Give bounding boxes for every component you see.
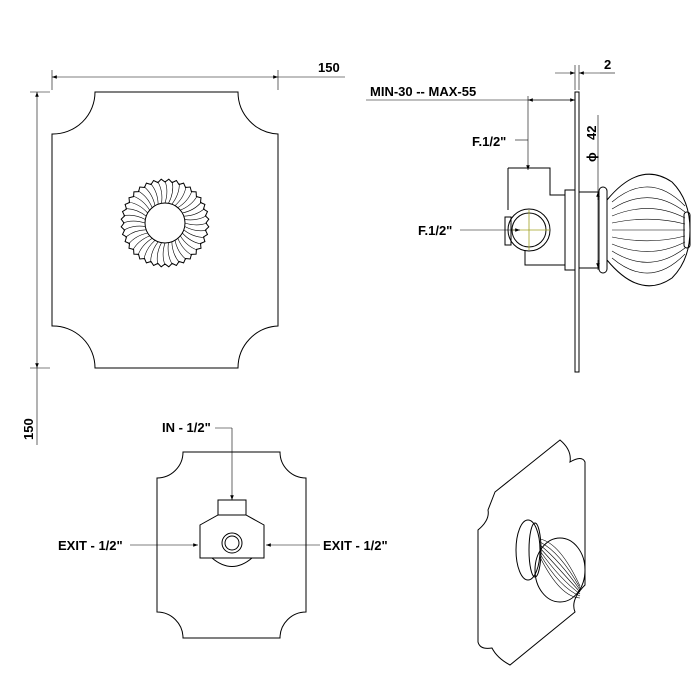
knob-cap [683,211,691,249]
rosette-ridge [157,181,163,204]
bottom-plate [156,451,307,639]
rosette-ridge [143,240,156,260]
exit-left-label: EXIT - 1/2" [58,538,123,553]
rosette-ridge [132,235,150,251]
rosette-ridge [150,241,159,263]
knob-rib [611,235,686,242]
rosette-ridge [156,242,162,265]
knob-rib [539,550,581,595]
rosette-ridge [123,214,146,220]
rosette-ridge [143,186,156,206]
rosette-ridge [183,208,205,217]
rosette-ridge [184,222,208,226]
rosette-ridge [162,242,166,266]
knob-rib [611,253,686,274]
rosette-ridge [180,235,198,251]
rosette-ridge [171,183,180,205]
knob-side [606,173,691,287]
rosette-ridge [128,232,148,245]
knob-outline [534,537,586,603]
rosette-ridge [168,181,174,204]
rosette-knob [120,178,210,268]
rosette-ridge [128,201,148,214]
rosette-ridge [125,229,147,238]
front-view: 150 150 [21,60,345,445]
rosette-ridge [123,225,146,231]
rosette-ridge [180,195,198,211]
rosette-ridge [167,242,173,265]
thickness-label: 2 [604,57,611,72]
knob-rib [539,553,581,597]
rosette-ridge [132,195,150,211]
knob-rib [611,241,686,252]
rosette-ridge [182,201,202,214]
knob-iso [534,537,586,603]
depth-range-label: MIN-30 -- MAX-55 [370,84,476,99]
rosette-ridge [164,180,168,204]
knob-rib [611,186,686,207]
side-view: 2 MIN-30 -- MAX-55 F.1/2" F.1/2" ϕ 42 [366,57,691,373]
knob-rib [539,541,581,589]
rosette-ridge [177,190,193,208]
inlet-label: IN - 1/2" [162,420,211,435]
knob-rib [539,538,581,587]
rosette-outline [120,178,210,268]
rosette-ridge [137,238,153,256]
rosette-ridge [174,240,187,260]
side-connection-label: F.1/2" [418,223,452,238]
rosette-ridge [184,226,207,232]
iso-plate [477,439,586,666]
rosette-ridge [122,220,146,224]
rosette-ridge [150,183,159,205]
rosette-center [144,202,186,244]
exit-right-label: EXIT - 1/2" [323,538,388,553]
rosette-ridge [182,232,202,245]
knob-rib [611,218,686,225]
rosette-ridge [177,238,193,256]
width-dimension-label: 150 [318,60,340,75]
rosette-ridge [183,229,205,238]
knob-rib [539,544,581,591]
height-dimension-label: 150 [21,418,36,440]
knob-rib [539,556,581,599]
valve-body [507,167,566,266]
wall-plate-side [574,91,580,373]
diameter-symbol: ϕ [584,152,599,162]
rosette-ridge [171,241,180,263]
rosette-ridge [184,215,207,221]
knob-rib [539,547,581,593]
knob-rib [611,247,686,263]
front-plate [51,91,279,369]
rosette-ridge [125,208,147,217]
diameter-label: 42 [584,126,599,140]
knob-rib [611,197,686,213]
isometric-view [477,439,586,666]
rosette-ridge [137,190,153,208]
rosette-ridge [174,186,187,206]
top-connection-label: F.1/2" [472,134,506,149]
knob-rib [611,208,686,219]
bottom-view: IN - 1/2" EXIT - 1/2" EXIT - 1/2" [58,420,388,639]
